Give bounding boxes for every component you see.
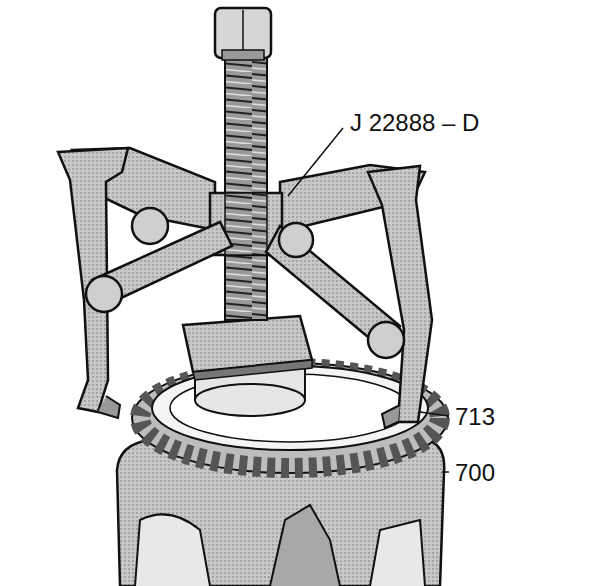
callout-number: 700 [453, 460, 497, 486]
callout-number: 713 [453, 404, 497, 430]
leader-line [442, 471, 449, 473]
leader-line [420, 412, 449, 416]
leader-line [288, 128, 343, 196]
tool-number: J 22888 – D [348, 110, 481, 136]
